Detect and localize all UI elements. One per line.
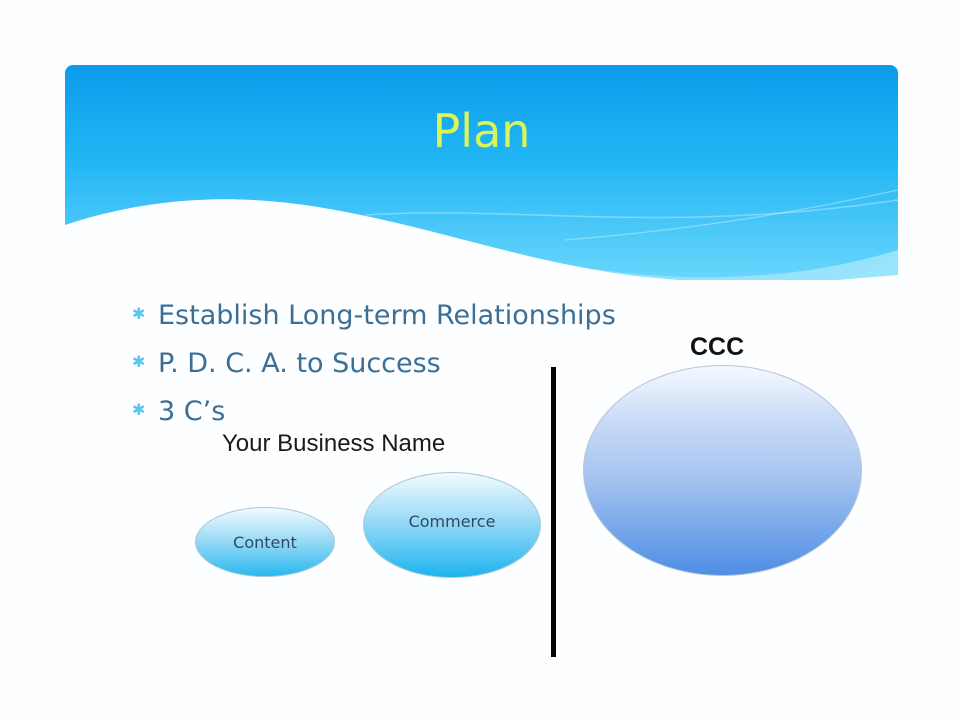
ccc-label: CCC bbox=[690, 333, 745, 361]
content-label: Content bbox=[233, 532, 297, 552]
business-name-heading: Your Business Name bbox=[222, 430, 446, 457]
asterisk-icon: ✱ bbox=[132, 303, 146, 323]
bullet-item: ✱ 3 C’s bbox=[132, 392, 616, 440]
bullet-text: P. D. C. A. to Success bbox=[158, 348, 441, 379]
ccc-oval bbox=[583, 365, 862, 576]
bullet-text: Establish Long-term Relationships bbox=[158, 300, 616, 331]
bullet-item: ✱ Establish Long-term Relationships bbox=[132, 296, 616, 344]
title-banner bbox=[65, 65, 898, 280]
content-oval: Content bbox=[195, 507, 335, 577]
slide-title: Plan bbox=[432, 104, 531, 158]
commerce-label: Commerce bbox=[408, 511, 496, 531]
commerce-oval: Commerce bbox=[363, 472, 541, 578]
bullet-text: 3 C’s bbox=[158, 396, 226, 427]
asterisk-icon: ✱ bbox=[132, 399, 146, 419]
vertical-divider bbox=[551, 367, 556, 657]
bullet-item: ✱ P. D. C. A. to Success bbox=[132, 344, 616, 392]
bullet-list: ✱ Establish Long-term Relationships ✱ P. D… bbox=[132, 296, 616, 440]
asterisk-icon: ✱ bbox=[132, 351, 146, 371]
